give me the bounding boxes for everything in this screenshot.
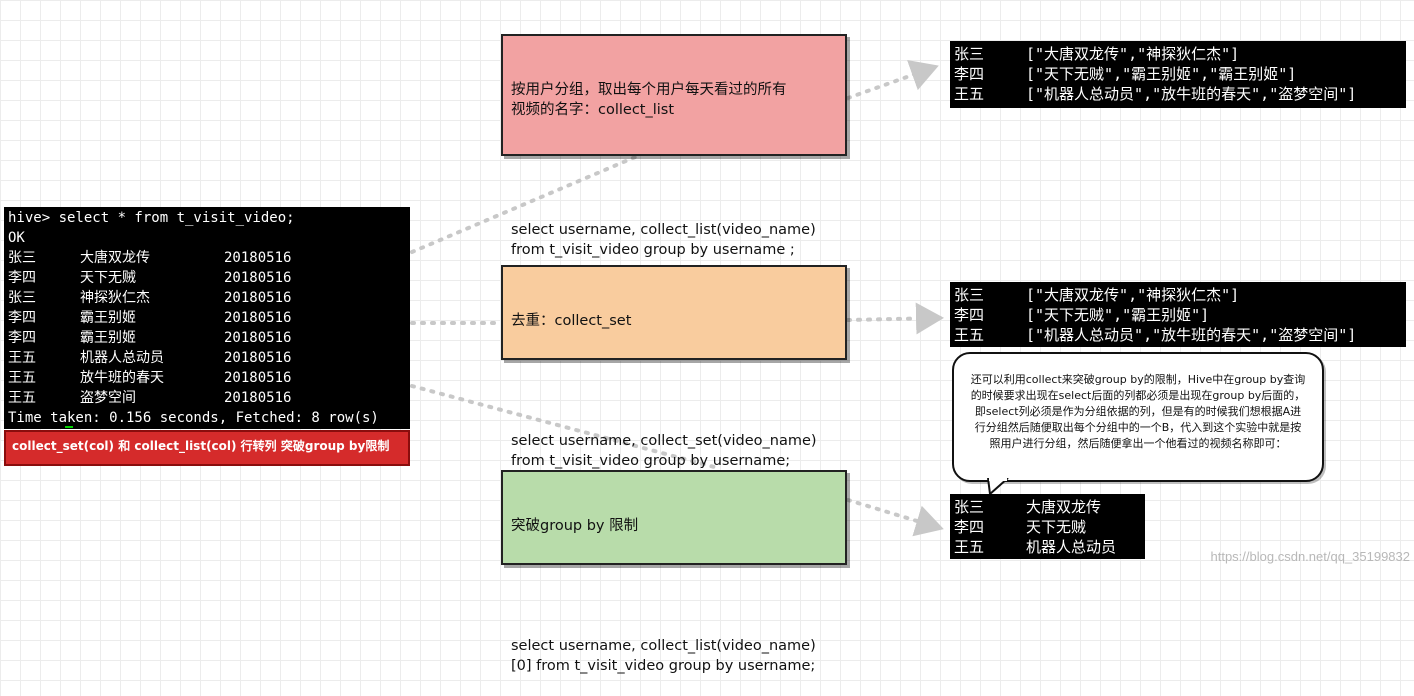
result-value: ["天下无贼","霸王别姬","霸王别姬"] [1026,65,1297,83]
result-user: 张三 [954,45,985,63]
row-date: 20180516 [224,370,292,386]
result-collect-list: 张三 ["大唐双龙传","神探狄仁杰"] 李四 ["天下无贼","霸王别姬","霸王… [950,41,1406,108]
note-title: 突破group by 限制 [511,518,639,534]
row-video: 机器人总动员 [80,350,164,366]
result-user: 张三 [954,498,985,516]
row-user: 李四 [8,330,36,346]
note-title: 按用户分组，取出每个用户每天看过的所有 视频的名字：collect_list [511,82,787,118]
note-group-by: 突破group by 限制 select username, collect_l… [501,470,847,674]
result-value: ["大唐双龙传","神探狄仁杰"] [1026,286,1240,304]
watermark: https://blog.csdn.net/qq_35199832 [1210,549,1411,564]
row-user: 张三 [8,250,36,266]
terminal-ok-line: OK [8,230,25,246]
callout-text: 还可以利用collect来突破group by的限制，Hive中在group b… [970,373,1306,450]
hive-terminal: hive> select * from t_visit_video; OK 张三… [4,207,410,429]
note-title: 去重：collect_set [511,313,632,329]
row-video: 大唐双龙传 [80,250,150,266]
table-row: 李四 霸王别姬 20180516 [8,308,406,328]
note-collect-list: 按用户分组，取出每个用户每天看过的所有 视频的名字：collect_list s… [501,34,847,258]
row-user: 李四 [8,310,36,326]
result-row: 王五 ["机器人总动员","放牛班的春天","盗梦空间"] [954,84,1402,104]
result-user: 张三 [954,286,985,304]
row-video: 神探狄仁杰 [80,290,150,306]
row-date: 20180516 [224,330,292,346]
note-collect-set: 去重：collect_set select username, collect_… [501,265,847,469]
row-video: 放牛班的春天 [80,370,164,386]
result-user: 王五 [954,85,985,103]
result-value: ["机器人总动员","放牛班的春天","盗梦空间"] [1026,326,1357,344]
result-user: 李四 [954,518,985,536]
note-sql: select username, collect_list(video_name… [511,638,816,674]
speech-bubble-note: 还可以利用collect来突破group by的限制，Hive中在group b… [952,352,1324,496]
note-sql: select username, collect_list(video_name… [511,222,816,258]
result-value: 大唐双龙传 [1026,498,1102,516]
row-user: 王五 [8,350,36,366]
row-user: 李四 [8,270,36,286]
terminal-cursor [65,426,73,428]
table-row: 王五 放牛班的春天 20180516 [8,368,406,388]
arrow-terminal-to-collect-list [410,153,642,254]
caption-bar: collect_set(col) 和 collect_list(col) 行转列… [4,430,410,466]
result-value: ["天下无贼","霸王别姬"] [1026,306,1210,324]
table-row: 李四 天下无贼 20180516 [8,268,406,288]
result-value: 天下无贼 [1026,518,1087,536]
result-row: 王五 ["机器人总动员","放牛班的春天","盗梦空间"] [954,325,1402,345]
result-row: 李四 ["天下无贼","霸王别姬","霸王别姬"] [954,64,1402,84]
arrow-terminal-to-group-by [410,384,720,470]
result-user: 王五 [954,538,985,556]
terminal-command-line: hive> select * from t_visit_video; [8,210,295,226]
table-row: 李四 霸王别姬 20180516 [8,328,406,348]
result-row: 张三 ["大唐双龙传","神探狄仁杰"] [954,44,1402,64]
result-value: ["大唐双龙传","神探狄仁杰"] [1026,45,1240,63]
row-date: 20180516 [224,390,292,406]
row-date: 20180516 [224,250,292,266]
result-value: 机器人总动员 [1026,538,1117,556]
row-video: 盗梦空间 [80,390,136,406]
row-user: 王五 [8,370,36,386]
row-date: 20180516 [224,310,292,326]
terminal-footer-line: Time taken: 0.156 seconds, Fetched: 8 ro… [8,410,379,426]
row-user: 王五 [8,390,36,406]
result-user: 王五 [954,326,985,344]
table-row: 王五 盗梦空间 20180516 [8,388,406,408]
result-user: 李四 [954,65,985,83]
row-video: 天下无贼 [80,270,136,286]
arrow-collect-set-to-result [846,302,944,335]
result-row: 张三 ["大唐双龙传","神探狄仁杰"] [954,285,1402,305]
row-date: 20180516 [224,290,292,306]
result-row: 张三 大唐双龙传 [954,497,1141,517]
note-sql: select username, collect_set(video_name)… [511,433,817,469]
table-row: 张三 神探狄仁杰 20180516 [8,288,406,308]
result-row: 李四 ["天下无贼","霸王别姬"] [954,305,1402,325]
result-value: ["机器人总动员","放牛班的春天","盗梦空间"] [1026,85,1357,103]
arrow-collect-list-to-result [846,59,939,100]
result-collect-set: 张三 ["大唐双龙传","神探狄仁杰"] 李四 ["天下无贼","霸王别姬"] 王五… [950,282,1406,347]
row-video: 霸王别姬 [80,330,136,346]
row-user: 张三 [8,290,36,306]
row-date: 20180516 [224,350,292,366]
row-date: 20180516 [224,270,292,286]
arrow-group-by-to-result [846,498,944,537]
result-row: 王五 机器人总动员 [954,537,1141,557]
table-row: 张三 大唐双龙传 20180516 [8,248,406,268]
row-video: 霸王别姬 [80,310,136,326]
table-row: 王五 机器人总动员 20180516 [8,348,406,368]
result-user: 李四 [954,306,985,324]
result-group-by: 张三 大唐双龙传 李四 天下无贼 王五 机器人总动员 [950,494,1145,559]
connector-arrows [410,59,944,537]
result-row: 李四 天下无贼 [954,517,1141,537]
